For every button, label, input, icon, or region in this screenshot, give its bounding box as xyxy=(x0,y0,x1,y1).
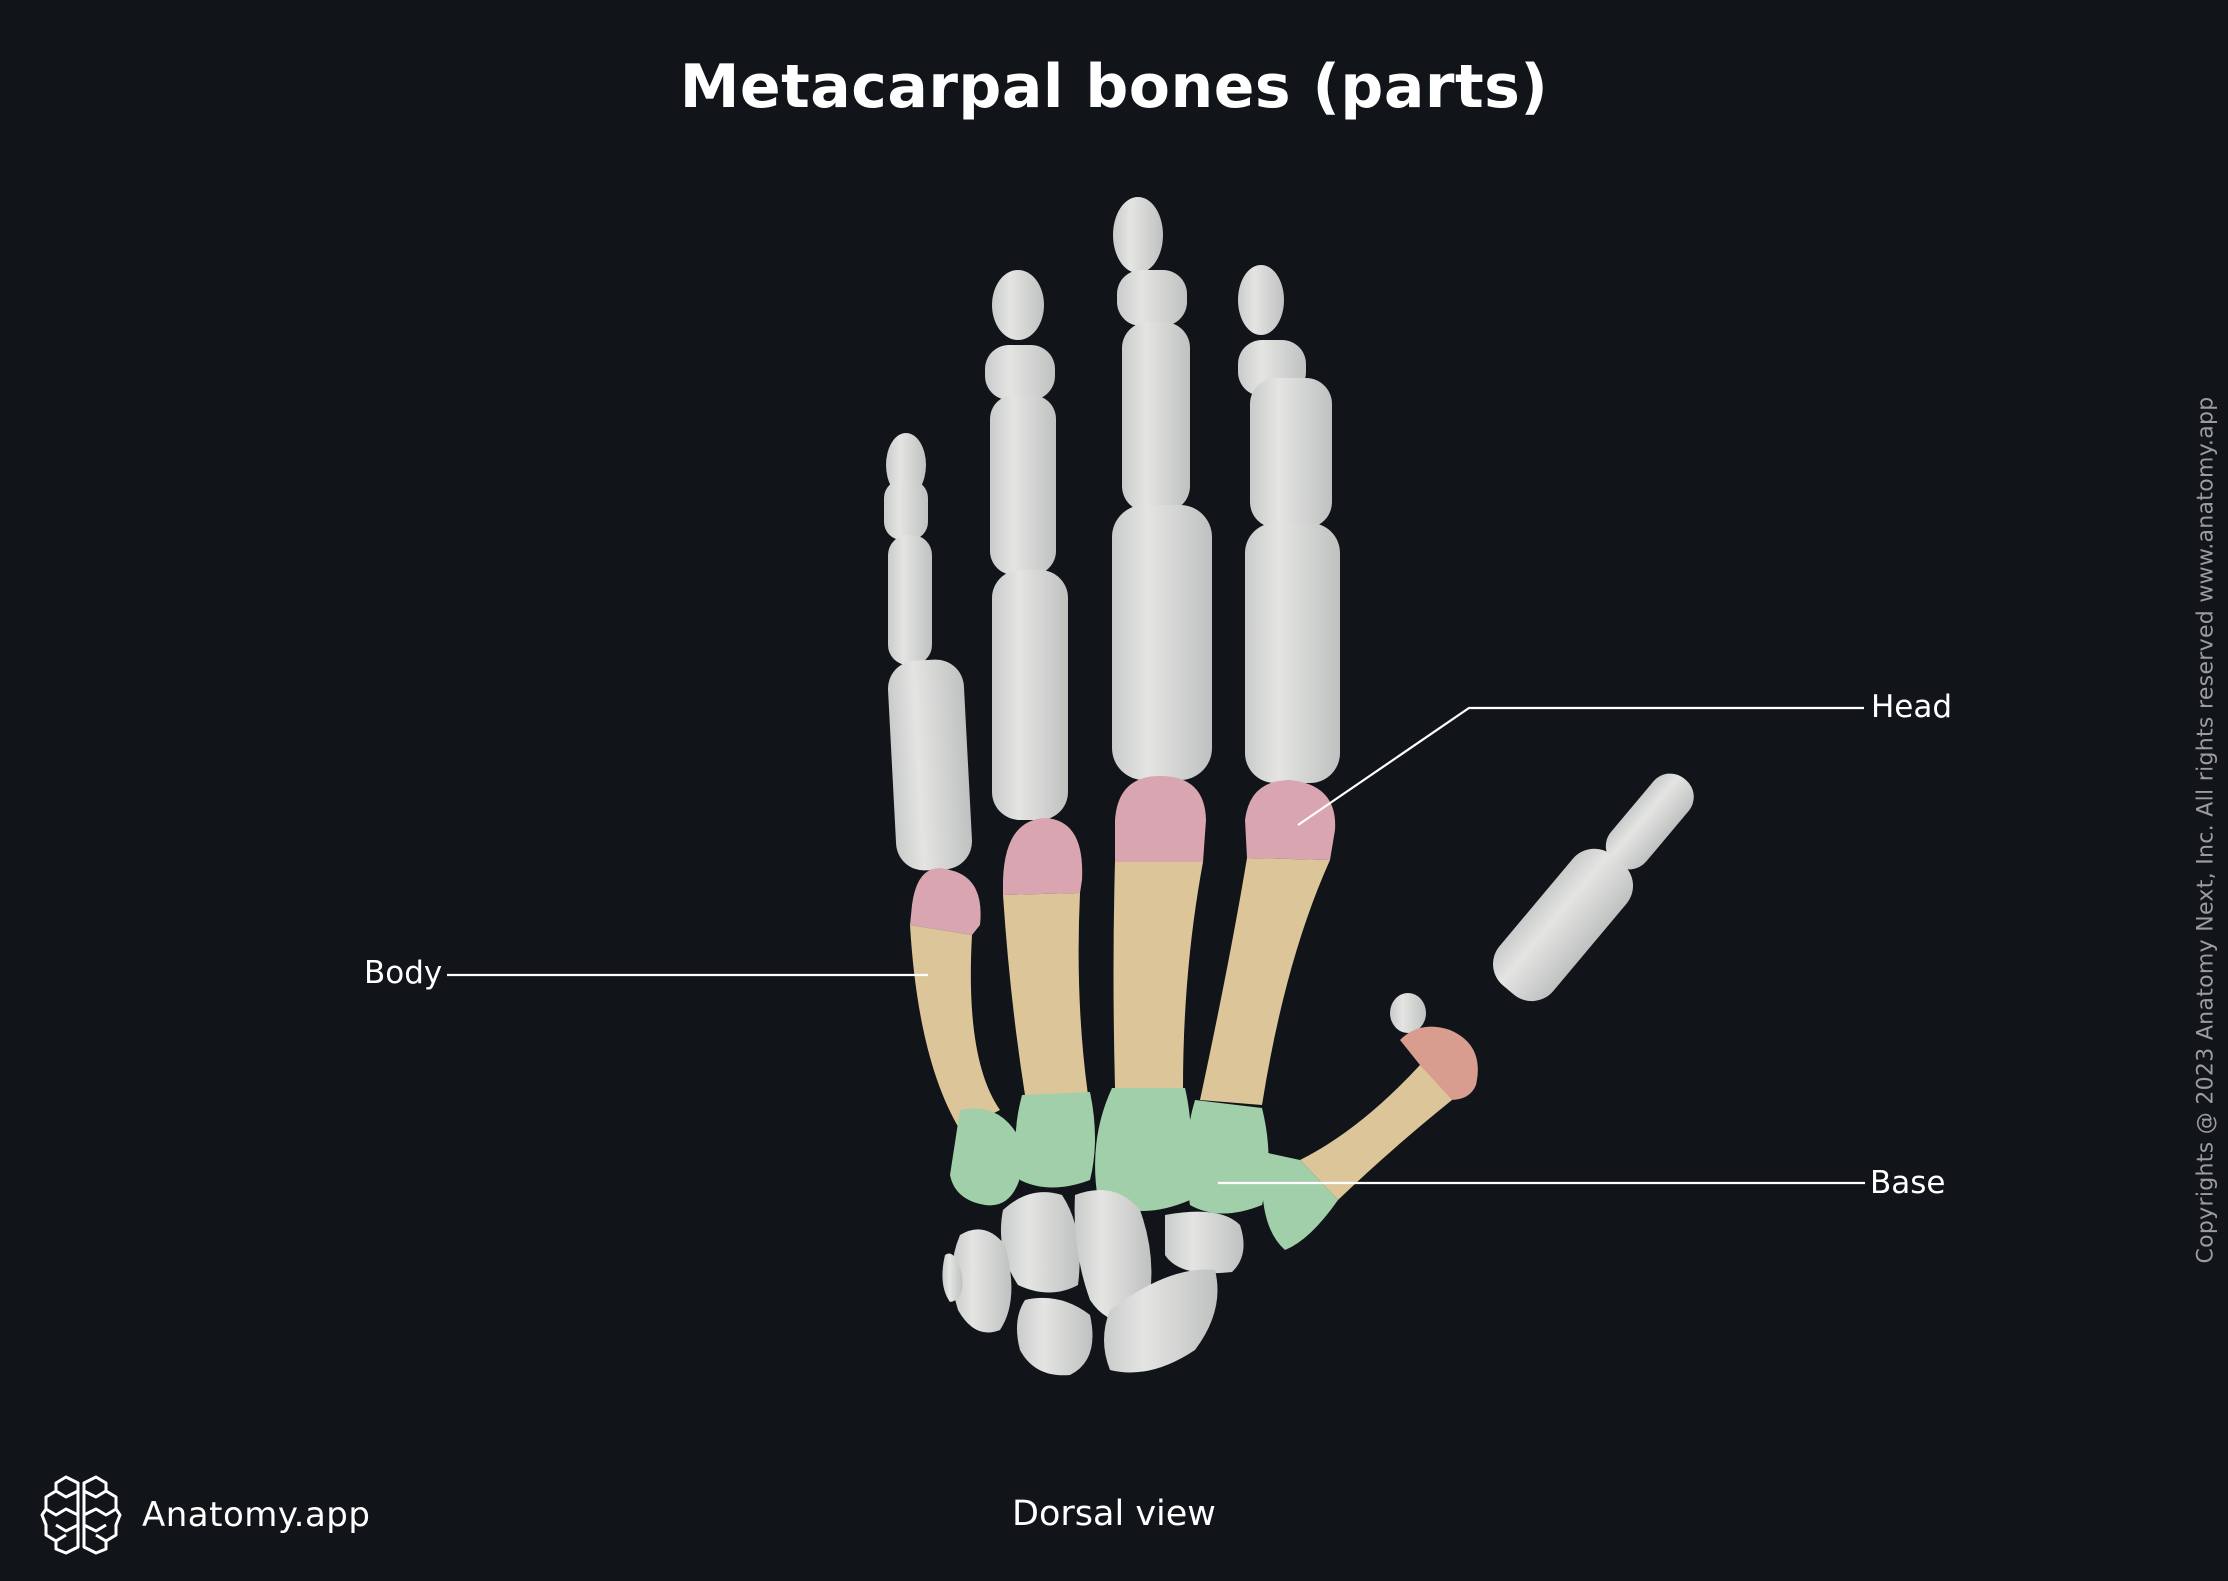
label-body: Body xyxy=(364,955,443,991)
view-caption: Dorsal view xyxy=(1012,1494,1216,1534)
brand: Anatomy.app xyxy=(40,1475,370,1555)
brand-name: Anatomy.app xyxy=(142,1495,371,1535)
label-base: Base xyxy=(1870,1165,1946,1201)
brain-icon xyxy=(40,1475,122,1555)
metacarpal-4 xyxy=(1003,818,1095,1188)
metacarpal-5 xyxy=(910,868,1025,1206)
metacarpal-1 xyxy=(1262,1026,1478,1250)
copyright-notice: Copyrights @ 2023 Anatomy Next, Inc. All… xyxy=(2193,396,2219,1264)
metacarpal-3 xyxy=(1095,776,1206,1211)
head-leader-line xyxy=(1297,706,1864,826)
phalanges xyxy=(884,197,1694,1033)
carpal-bones xyxy=(942,1190,1244,1376)
page-title: Metacarpal bones (parts) xyxy=(679,52,1549,122)
leader-lines xyxy=(447,706,1865,1185)
metacarpal-2 xyxy=(1186,780,1336,1214)
label-head: Head xyxy=(1871,689,1953,725)
